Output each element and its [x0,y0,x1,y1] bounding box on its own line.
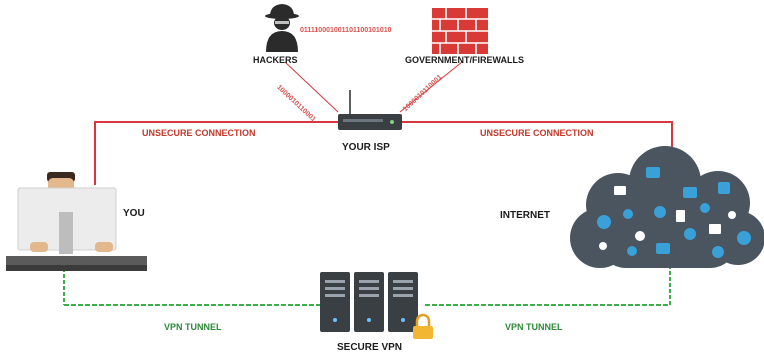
vpn-tunnel-right: VPN TUNNEL [505,322,563,332]
unsecure-connection-left: UNSECURE CONNECTION [142,128,256,138]
hackers-label: HACKERS [253,55,298,65]
government-link [399,61,463,113]
binary-top: 011110001001101100101010 [300,27,392,34]
firewall-icon [432,8,488,54]
hacker-link [284,61,339,113]
user-computer-icon [6,172,147,271]
isp-label: YOUR ISP [342,142,390,153]
government-label: GOVERNMENT/FIREWALLS [405,55,524,65]
internet-label: INTERNET [500,210,550,221]
lock-icon [413,313,433,339]
router-icon [338,90,402,130]
you-label: YOU [123,208,145,219]
vpn-tunnel-left: VPN TUNNEL [164,322,222,332]
server-icon [320,272,418,332]
cloud-icon [570,146,764,268]
hacker-icon [265,4,299,52]
unsecure-line-left [94,121,340,185]
secure-vpn-label: SECURE VPN [337,342,403,353]
unsecure-connection-right: UNSECURE CONNECTION [480,128,594,138]
vpn-chain [63,266,671,306]
